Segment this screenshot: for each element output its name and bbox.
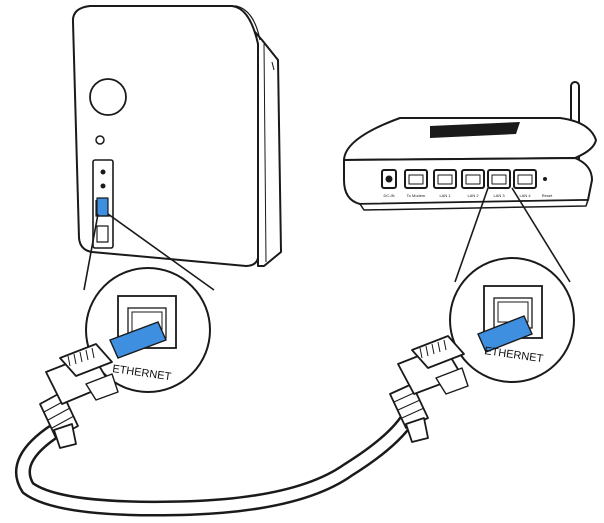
router-port-lan2 — [461, 169, 485, 189]
ethernet-cable — [15, 407, 418, 517]
router-port-lan1 — [433, 169, 457, 189]
rear-port-panel — [92, 159, 114, 249]
svg-text:To Modem: To Modem — [407, 193, 426, 198]
svg-text:LAN 3: LAN 3 — [493, 193, 505, 198]
router-port-lan4 — [513, 169, 537, 189]
router-port-lan3 — [487, 169, 511, 189]
router-brand-text: PHILIPS — [456, 125, 488, 134]
right-ethernet-plug — [389, 335, 469, 443]
svg-text:Reset: Reset — [542, 193, 553, 198]
left-port-callout: ETHERNET — [85, 267, 211, 393]
router-reset-button — [543, 177, 547, 181]
speaker-grill — [89, 78, 127, 116]
svg-text:LAN 4: LAN 4 — [519, 193, 531, 198]
speaker-ethernet-port — [96, 197, 109, 217]
wireless-speaker-device — [71, 5, 282, 267]
power-button — [95, 135, 105, 145]
right-port-callout: ETHERNET — [449, 257, 575, 383]
router-dc-in-port — [381, 169, 397, 189]
svg-text:DC-IN: DC-IN — [383, 193, 394, 198]
left-ethernet-plug — [39, 343, 119, 449]
right-plug-insert-highlight — [477, 315, 533, 353]
router-port-modem — [404, 169, 428, 189]
svg-text:LAN 2: LAN 2 — [467, 193, 479, 198]
callout-leader-lines — [83, 187, 571, 291]
router-port-captions: DC-IN To Modem LAN 1 LAN 2 LAN 3 LAN 4 R… — [383, 193, 553, 198]
svg-text:LAN 1: LAN 1 — [439, 193, 451, 198]
left-plug-insert-highlight — [109, 321, 167, 359]
router-device: PHILIPS — [343, 81, 597, 211]
router-brand-plate: PHILIPS — [430, 122, 520, 138]
